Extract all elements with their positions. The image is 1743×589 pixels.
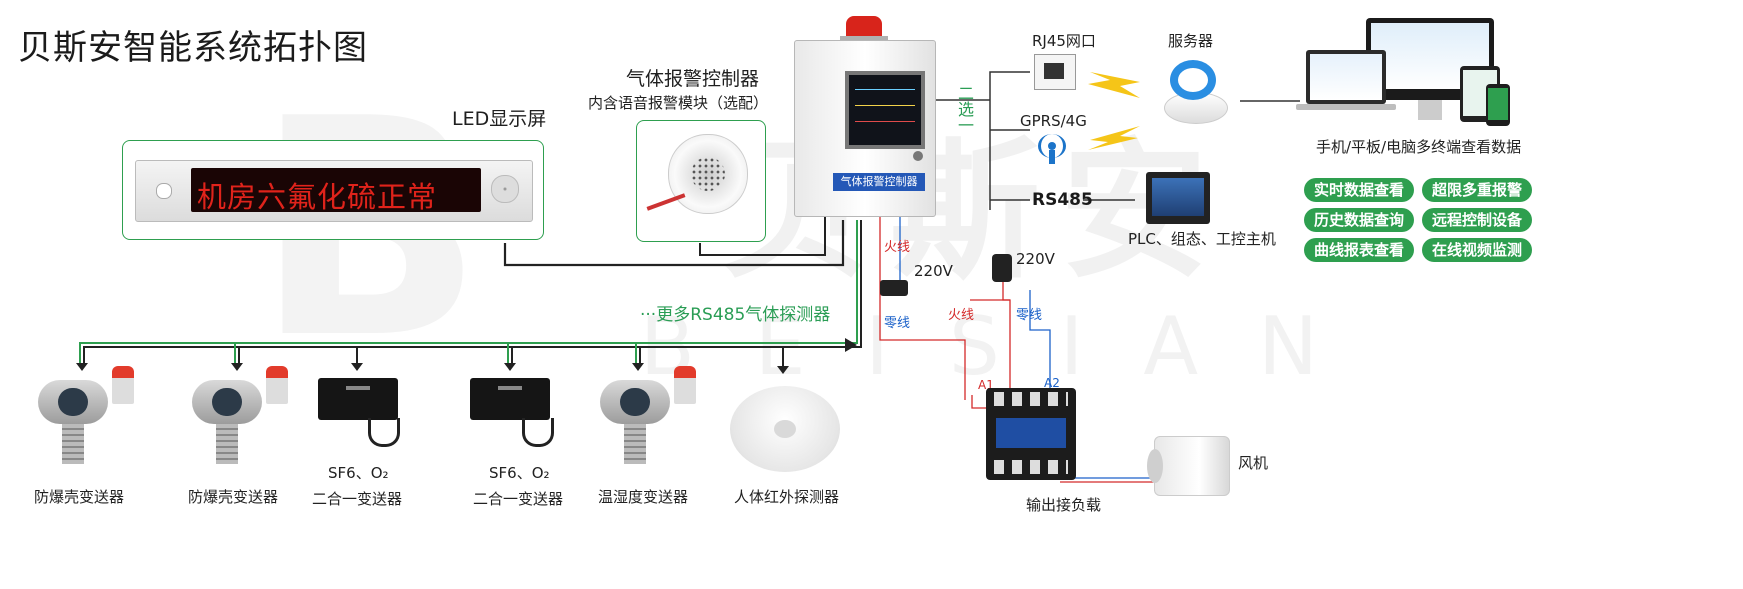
network-bracket [989, 71, 1030, 210]
explosion-proof-transmitter-icon [192, 380, 262, 466]
led-speaker-icon [491, 175, 519, 203]
explosion-proof-transmitter-icon [38, 380, 108, 466]
detector-label: 防爆壳变送器 [34, 488, 125, 506]
gas-alarm-controller: 气体报警控制器 [794, 40, 936, 217]
detector-label-line1: SF6、O₂ [328, 464, 389, 482]
sensor-cable-icon [522, 418, 554, 447]
select-one-label: 二选一 [958, 84, 975, 135]
plc-panel-icon [1146, 172, 1210, 224]
detector-label-line1: SF6、O₂ [489, 464, 550, 482]
voltage-label-2: 220V [1016, 250, 1055, 268]
laptop-base [1296, 104, 1396, 110]
live-wire [879, 215, 966, 400]
plug-icon [880, 280, 908, 296]
feature-badge: 实时数据查看 [1304, 178, 1414, 202]
output-label: 输出接负载 [1026, 496, 1102, 514]
detector-label: 防爆壳变送器 [188, 488, 279, 506]
led-display: 机房六氟化硫正常 [135, 160, 533, 222]
feature-badge: 在线视频监测 [1422, 238, 1532, 262]
sf6-o2-transmitter-icon [470, 378, 550, 420]
led-scroll-text: 机房六氟化硫正常 [197, 180, 438, 212]
temp-humidity-transmitter-icon [600, 380, 670, 466]
rj45-label: RJ45网口 [1032, 32, 1096, 50]
rj45-port-icon [1034, 54, 1076, 90]
neutral-label-2: 零线 [1016, 308, 1043, 323]
feature-badge: 远程控制设备 [1422, 208, 1532, 232]
phone-icon [1486, 84, 1510, 126]
sf6-o2-transmitter-icon [318, 378, 398, 420]
lightning-icon [1088, 126, 1140, 150]
terminals-label: 手机/平板/电脑多终端查看数据 [1316, 138, 1522, 156]
led-label: LED显示屏 [452, 108, 547, 130]
plug-icon [992, 254, 1012, 282]
server-cloud-icon [1150, 52, 1238, 136]
controller-knob-icon [913, 151, 923, 161]
detector-label-line2: 二合一变送器 [312, 490, 403, 508]
voltage-label-1: 220V [914, 262, 953, 280]
alarm-light-icon [112, 366, 134, 404]
contactor-icon [986, 388, 1076, 480]
wireless-icon [1035, 134, 1069, 164]
monitor-stand [1418, 100, 1442, 120]
rs485-bus [76, 220, 862, 374]
lightning-icon [1088, 72, 1140, 98]
speaker-cable [699, 215, 826, 256]
live-label: 火线 [884, 240, 911, 255]
page-title: 贝斯安智能系统拓扑图 [18, 28, 368, 68]
controller-subtitle: 内含语音报警模块（选配） [588, 94, 769, 112]
feature-badge: 超限多重报警 [1422, 178, 1532, 202]
fan-label: 风机 [1238, 454, 1269, 472]
feature-badge: 历史数据查询 [1304, 208, 1414, 232]
alarm-light-icon [266, 366, 288, 404]
sensor-cable-icon [368, 418, 400, 447]
a2-label: A2 [1044, 376, 1060, 390]
server-label: 服务器 [1168, 32, 1214, 50]
led-cable [503, 220, 845, 267]
live-label-2: 火线 [948, 308, 975, 323]
plc-label: PLC、组态、工控主机 [1128, 230, 1276, 248]
alarm-light-icon [674, 366, 696, 404]
neutral-label: 零线 [884, 316, 911, 331]
detector-label: 人体红外探测器 [734, 488, 840, 506]
led-button-icon [156, 183, 172, 199]
feature-badge: 曲线报表查看 [1304, 238, 1414, 262]
pir-detector-icon [730, 386, 840, 472]
detector-label: 温湿度变送器 [598, 488, 689, 506]
rs485-label: RS485 [1032, 190, 1093, 210]
fan-icon [1147, 436, 1230, 496]
more-detectors-label: ···更多RS485气体探测器 [640, 305, 831, 325]
alarm-beacon-icon [846, 16, 882, 38]
led-panel: 机房六氟化硫正常 [191, 168, 481, 212]
controller-screen [845, 71, 925, 149]
detector-label-line2: 二合一变送器 [473, 490, 564, 508]
gprs-label: GPRS/4G [1020, 112, 1087, 130]
speaker-module-icon [668, 134, 748, 214]
controller-panel-label: 气体报警控制器 [833, 173, 925, 191]
controller-title: 气体报警控制器 [626, 68, 760, 90]
laptop-icon [1306, 50, 1386, 104]
